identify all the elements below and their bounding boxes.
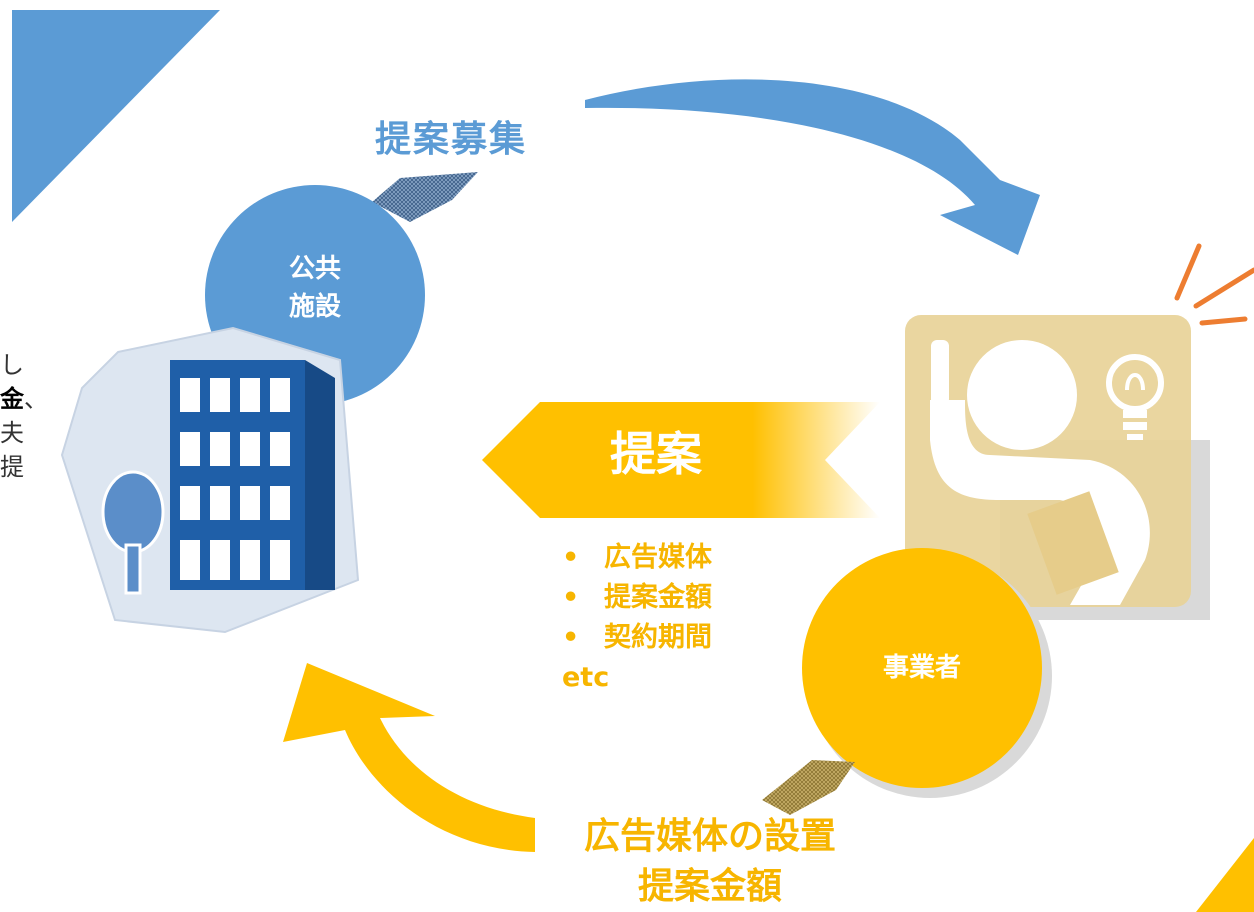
list-item-label: 契約期間 bbox=[604, 622, 712, 653]
person-with-idea-icon bbox=[930, 340, 1150, 605]
list-item-etc: etc bbox=[562, 662, 610, 693]
side-text-line4: 提 bbox=[0, 453, 24, 481]
side-text-line3: 夫 bbox=[0, 419, 24, 447]
list-item-label: 広告媒体 bbox=[604, 542, 712, 573]
list-item: • 契約期間 bbox=[562, 618, 712, 658]
bottom-label-line2: 提案金額 bbox=[637, 866, 782, 907]
bullet-icon: • bbox=[562, 542, 580, 573]
side-text-line2: 金、 bbox=[0, 382, 48, 416]
public-facility-label-line2: 施設 bbox=[288, 292, 341, 322]
corner-triangle-top-left bbox=[12, 10, 220, 222]
proposal-items-list: • 広告媒体 • 提案金額 • 契約期間 etc bbox=[562, 538, 712, 698]
bullet-icon: • bbox=[562, 582, 580, 613]
proposal-arrow bbox=[482, 402, 880, 518]
bottom-label: 広告媒体の設置 提案金額 bbox=[555, 812, 865, 912]
recruit-label: 提案募集 bbox=[375, 119, 528, 160]
business-operator-circle bbox=[802, 548, 1042, 788]
business-operator-label: 事業者 bbox=[882, 653, 961, 683]
side-text-comma: 、 bbox=[24, 385, 48, 413]
spark-lines bbox=[1174, 243, 1254, 326]
public-facility-label-line1: 公共 bbox=[288, 254, 341, 284]
proposal-label: 提案 bbox=[610, 427, 702, 481]
list-item-label: 提案金額 bbox=[604, 582, 712, 613]
top-curved-arrow bbox=[585, 79, 1040, 256]
bottom-label-line1: 広告媒体の設置 bbox=[583, 816, 836, 857]
facility-connector bbox=[372, 172, 478, 222]
list-item: • 提案金額 bbox=[562, 578, 712, 618]
side-text-bold: 金 bbox=[0, 385, 24, 413]
side-text-fragment: し 金、 夫 提 bbox=[0, 348, 48, 484]
public-facility-label: 公共 施設 bbox=[255, 250, 375, 326]
lightbulb-icon bbox=[1106, 354, 1164, 440]
tree-icon bbox=[101, 470, 165, 595]
side-text-line1: し bbox=[0, 351, 24, 379]
operator-connector bbox=[762, 760, 855, 815]
list-item: • 広告媒体 bbox=[562, 538, 712, 578]
bottom-curved-arrow bbox=[283, 663, 535, 852]
office-building-icon bbox=[170, 360, 335, 590]
corner-triangle-bottom-right bbox=[1196, 838, 1254, 912]
bullet-icon: • bbox=[562, 622, 580, 653]
